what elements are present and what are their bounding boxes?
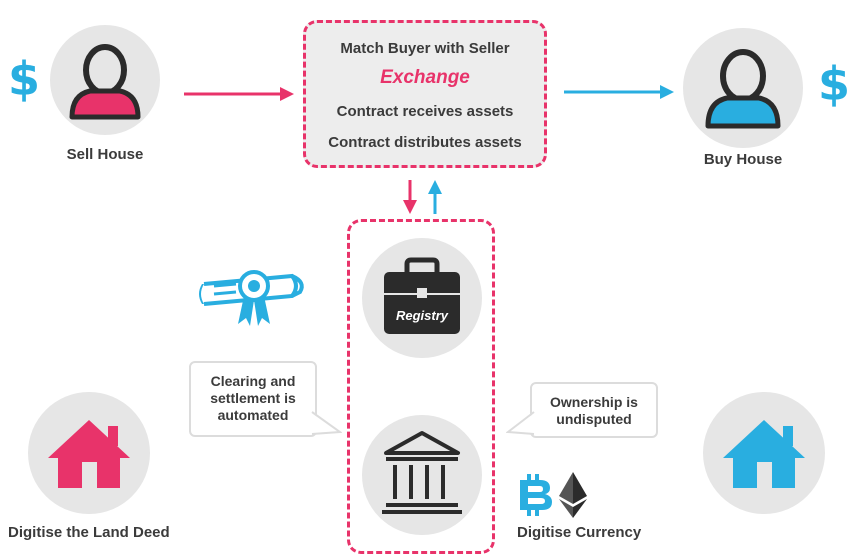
buyer-label: Buy House xyxy=(703,151,783,168)
registry-column xyxy=(347,219,495,554)
house-icon xyxy=(723,420,805,488)
arrow-to-buyer xyxy=(564,85,674,99)
callout-clearing-line: automated xyxy=(217,407,289,423)
exchange-line-match: Match Buyer with Seller xyxy=(340,40,510,57)
exchange-line-distributes: Contract distributes assets xyxy=(328,134,522,151)
currency-label: Digitise Currency xyxy=(517,524,642,541)
house-icon xyxy=(48,420,130,488)
registry-circle: Registry xyxy=(362,238,482,358)
registry-label: Registry xyxy=(395,308,449,323)
buyer-dollar-icon: $ xyxy=(818,57,850,111)
callout-clearing-tail xyxy=(310,411,342,435)
briefcase-icon xyxy=(384,257,460,334)
seller-label: Sell House xyxy=(66,146,144,163)
bank-icon xyxy=(382,431,462,514)
right-house-circle xyxy=(703,392,825,514)
exchange-line-receives: Contract receives assets xyxy=(336,103,514,120)
callout-ownership-line: undisputed xyxy=(556,411,632,427)
seller-avatar xyxy=(50,25,160,135)
person-icon xyxy=(69,44,141,120)
left-house-label: Digitise the Land Deed xyxy=(8,524,170,541)
bank-circle xyxy=(362,415,482,535)
left-house-circle xyxy=(28,392,150,514)
arrow-down-to-registry xyxy=(403,180,417,214)
exchange-box: Match Buyer with Seller Exchange Contrac… xyxy=(303,20,547,168)
arrow-up-to-exchange xyxy=(428,180,442,214)
callout-clearing-line: settlement is xyxy=(210,390,296,406)
person-icon xyxy=(705,49,781,129)
bitcoin-icon xyxy=(520,474,552,516)
arrow-to-exchange xyxy=(184,87,294,101)
exchange-line-exchange: Exchange xyxy=(380,67,470,88)
callout-clearing-line: Clearing and xyxy=(210,373,296,389)
buyer-avatar xyxy=(683,28,803,148)
seller-dollar-icon: $ xyxy=(8,52,41,106)
callout-ownership-line: Ownership is xyxy=(550,394,638,410)
callout-ownership: Ownership is undisputed xyxy=(530,382,658,438)
callout-clearing: Clearing and settlement is automated xyxy=(189,361,317,437)
callout-ownership-tail xyxy=(506,411,536,435)
certificate-icon xyxy=(199,270,304,326)
ethereum-icon xyxy=(559,472,587,518)
